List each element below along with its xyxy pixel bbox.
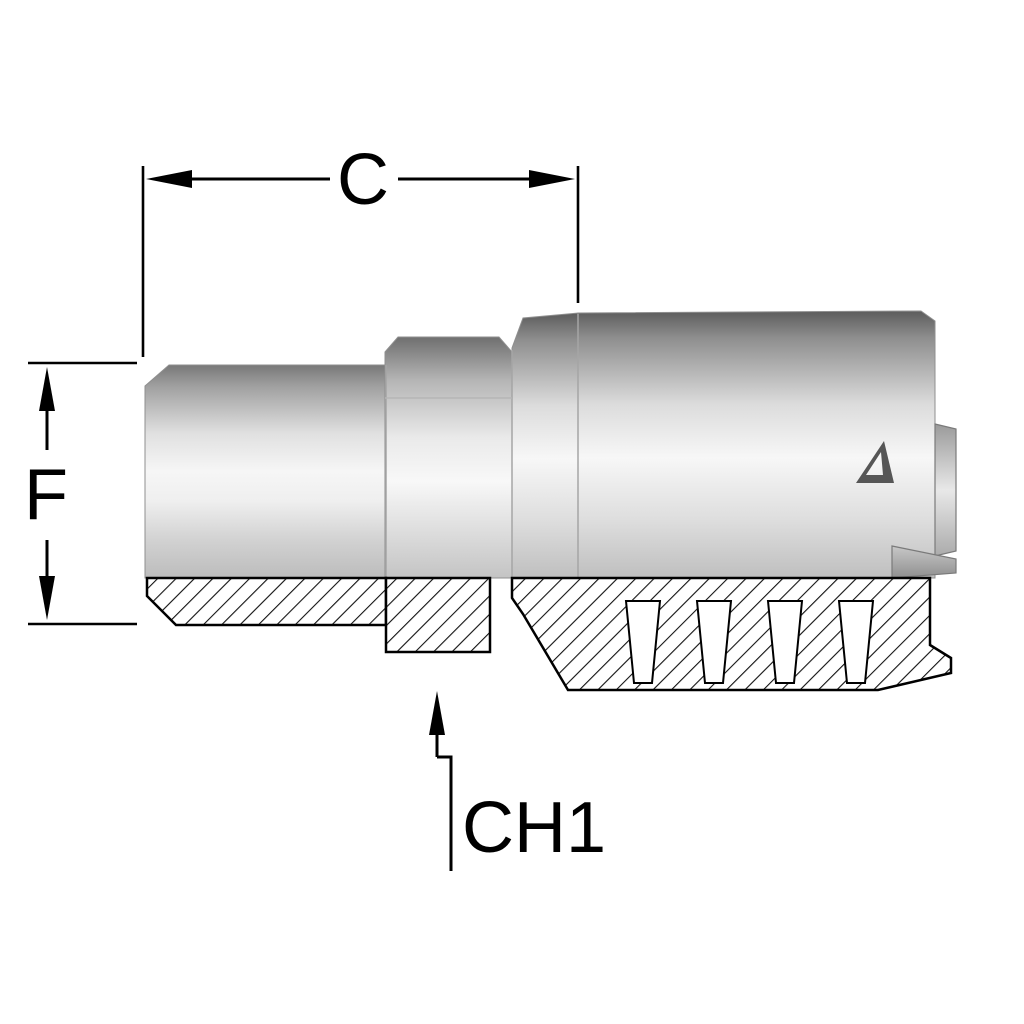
dimension-f-label: F xyxy=(24,455,68,535)
hex-nut-body xyxy=(384,336,513,579)
serration-notch xyxy=(695,600,733,684)
c-arrowhead-right xyxy=(529,170,575,188)
stem-section-hatch xyxy=(145,576,388,627)
cross-section xyxy=(145,576,953,692)
skirt-body xyxy=(891,545,957,579)
end-lip-body xyxy=(934,423,957,557)
socket-section-hatch xyxy=(510,576,953,692)
brand-a-logo-icon xyxy=(856,441,894,483)
edge-highlights xyxy=(385,314,579,578)
ch1-callout: CH1 xyxy=(429,691,606,871)
ferrule-socket-body xyxy=(577,310,936,579)
serration-notch xyxy=(766,600,804,684)
stem-body xyxy=(144,364,389,579)
dimension-ch1-label: CH1 xyxy=(462,788,606,868)
hex-section-hatch xyxy=(384,576,492,654)
c-dimension: C xyxy=(141,140,580,357)
serration-notch xyxy=(837,600,875,684)
f-arrowhead-bottom xyxy=(39,576,55,620)
f-dimension: F xyxy=(24,361,137,626)
f-arrowhead-top xyxy=(39,367,55,411)
ch1-leader-line xyxy=(437,755,453,871)
collar-body xyxy=(511,312,579,579)
serration-notches xyxy=(624,600,875,684)
ch1-arrowhead xyxy=(429,691,445,735)
c-arrowhead-left xyxy=(146,170,192,188)
serration-notch xyxy=(624,600,662,684)
fitting-body xyxy=(144,310,957,579)
dimension-c-label: C xyxy=(337,140,389,220)
